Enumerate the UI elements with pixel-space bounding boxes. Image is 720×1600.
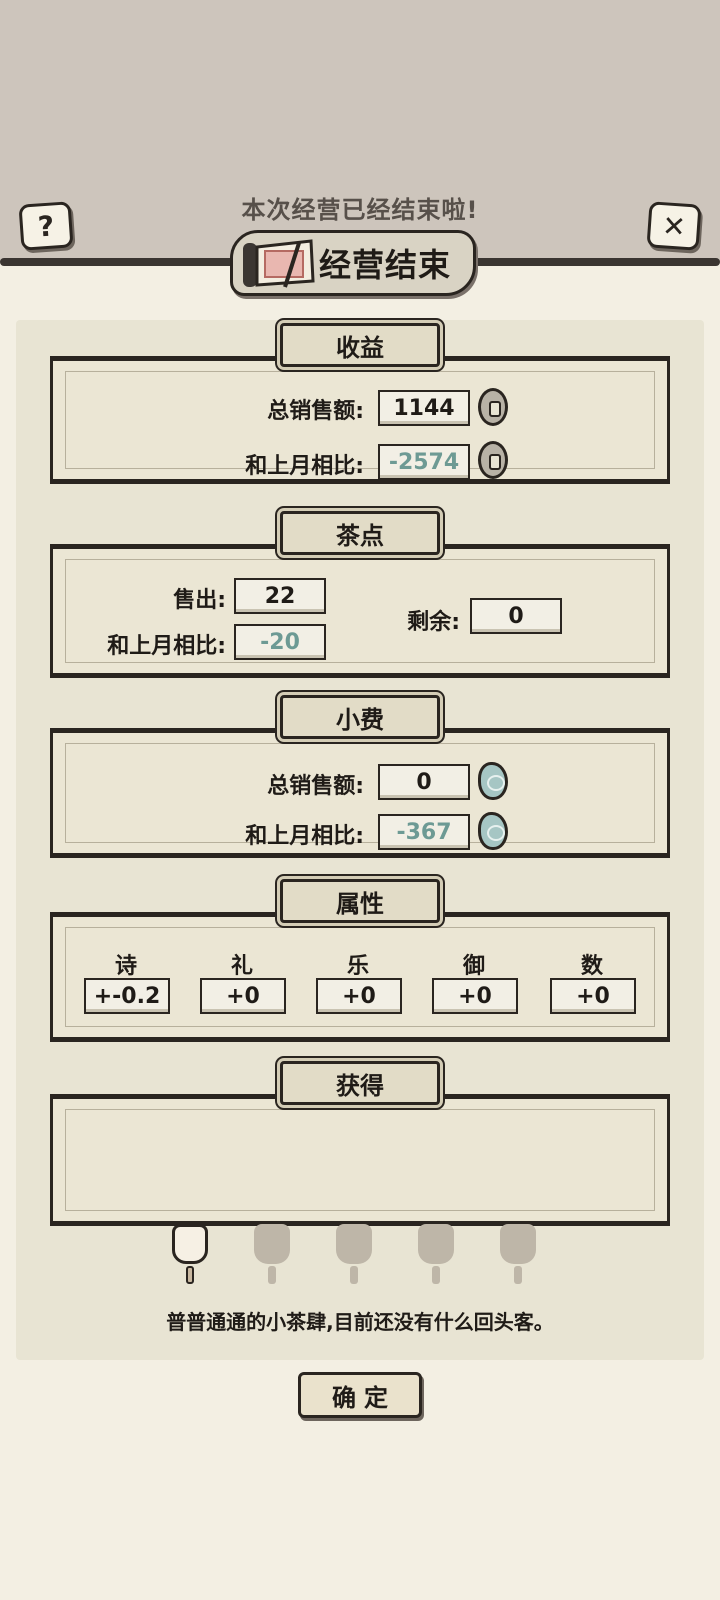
snacks-remaining-label: 剩余: — [407, 610, 460, 635]
attribute-name: 礼 — [230, 954, 253, 979]
question-icon: ? — [36, 208, 56, 244]
snacks-compare-label: 和上月相比: — [107, 634, 226, 659]
lantern-icon — [168, 1220, 212, 1286]
tips-compare-value: -367 — [378, 814, 470, 850]
revenue-total-label: 总销售额: — [267, 399, 364, 424]
revenue-compare-value: -2574 — [378, 444, 470, 480]
revenue-compare-label: 和上月相比: — [245, 454, 364, 479]
snacks-remaining-value: 0 — [470, 598, 562, 634]
tips-total-value: 0 — [378, 764, 470, 800]
attributes-section-title: 属性 — [280, 879, 440, 923]
attribute-name: 数 — [580, 954, 603, 979]
attribute-value: +0 — [432, 978, 518, 1014]
attribute-value: +0 — [200, 978, 286, 1014]
lantern-icon — [250, 1220, 294, 1286]
attribute-name: 乐 — [346, 954, 369, 979]
page-title: 经营结束 — [318, 246, 451, 284]
tips-compare-label: 和上月相比: — [245, 824, 364, 849]
tips-section-title: 小费 — [280, 695, 440, 739]
attribute-value: +-0.2 — [84, 978, 170, 1014]
header-message: 本次经营已经结束啦! — [241, 196, 479, 224]
rating-description: 普普通通的小茶肆,目前还没有什么回头客。 — [166, 1310, 554, 1334]
snacks-section-title: 茶点 — [280, 511, 440, 555]
attributes-section: 属性 — [50, 879, 670, 1042]
rewards-section-title: 获得 — [280, 1061, 440, 1105]
lantern-icon — [332, 1220, 376, 1286]
snacks-section: 茶点 — [50, 511, 670, 678]
help-button[interactable]: ? — [18, 201, 74, 251]
attribute-value: +0 — [550, 978, 636, 1014]
attribute-value: +0 — [316, 978, 402, 1014]
attribute-name: 诗 — [114, 954, 137, 979]
snacks-sold-value: 22 — [234, 578, 326, 614]
scroll-icon — [243, 239, 315, 288]
tips-total-label: 总销售额: — [267, 774, 364, 799]
confirm-button[interactable]: 确定 — [298, 1372, 422, 1418]
tip-gem-icon — [478, 762, 508, 800]
tips-section: 小费 — [50, 695, 670, 858]
snacks-sold-label: 售出: — [173, 588, 226, 613]
lantern-icon — [496, 1220, 540, 1286]
revenue-section-title: 收益 — [280, 323, 440, 367]
revenue-section: 收益 — [50, 323, 670, 484]
tip-gem-icon — [478, 812, 508, 850]
coin-icon — [478, 441, 508, 479]
title-banner: 经营结束 — [230, 230, 476, 296]
attribute-name: 御 — [462, 954, 485, 979]
close-icon: ✕ — [661, 208, 687, 244]
snacks-compare-value: -20 — [234, 624, 326, 660]
rewards-section: 获得 — [50, 1061, 670, 1226]
close-button[interactable]: ✕ — [646, 201, 702, 251]
revenue-total-value: 1144 — [378, 390, 470, 426]
lantern-icon — [414, 1220, 458, 1286]
coin-icon — [478, 388, 508, 426]
